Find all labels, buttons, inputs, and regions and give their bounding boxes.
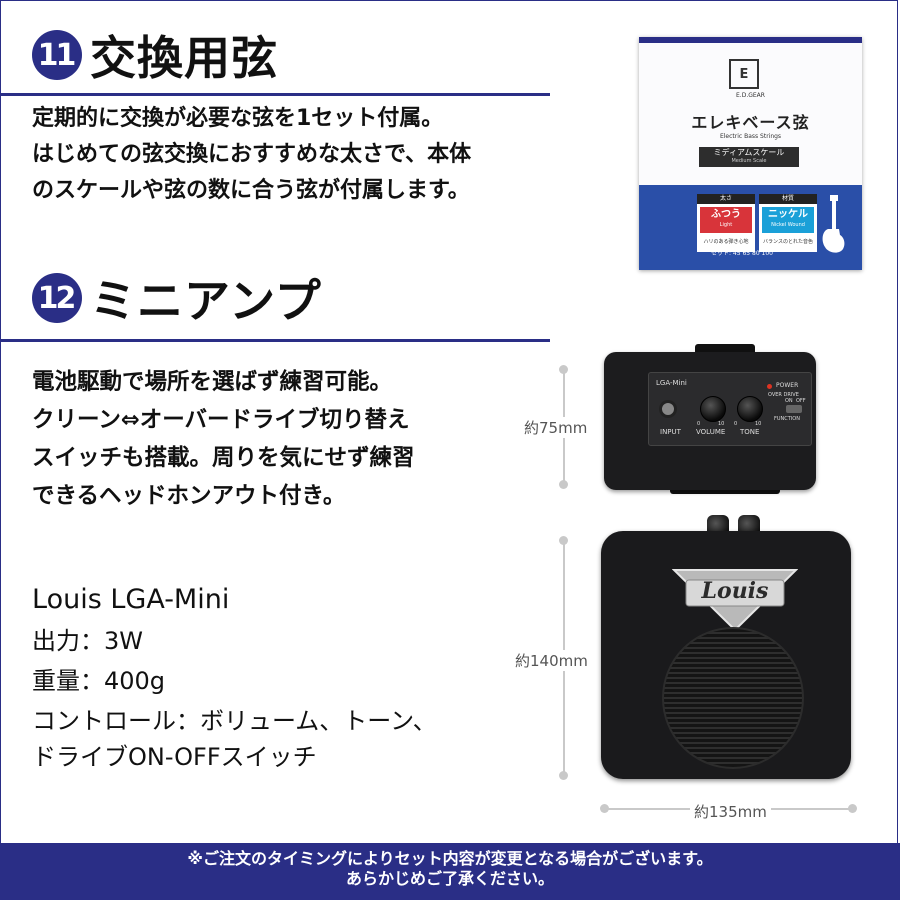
top-height-label: 約75mm <box>524 417 588 438</box>
package-gauge: セット: 45 65 80 100 <box>710 250 773 257</box>
section-number-badge: 11 <box>32 30 82 80</box>
package-top-band <box>639 37 862 43</box>
material-card: 材質 ニッケル Nickel Wound バランスのとれた音色 <box>759 194 817 252</box>
louis-logo-badge-icon <box>672 569 798 632</box>
description-line: 定期的に交換が必要な弦を1セット付属。 <box>32 106 444 131</box>
footer-line: あらかじめご了承ください。 <box>345 869 554 888</box>
thickness-note: ハリのある弾き心地 <box>703 239 749 245</box>
function-label: FUNCTION <box>774 416 800 422</box>
width-label: 約135mm <box>690 801 771 822</box>
input-label: INPUT <box>660 428 681 436</box>
section-number-badge: 12 <box>32 273 82 323</box>
section-12-description: 電池駆動で場所を選ばず練習可能。 クリーン⇔オーバードライブ切り替え スイッチも… <box>32 363 415 515</box>
description-line: のスケールや弦の数に合う弦が付属します。 <box>32 178 470 203</box>
spec-controls: コントロール：ボリューム、トーン、 <box>32 707 437 735</box>
amp-model-label: LGA-Mini <box>656 379 687 387</box>
speaker-grille <box>662 627 804 769</box>
string-package-image: E E.D.GEAR エレキベース弦 Electric Bass Strings… <box>639 37 862 270</box>
brand-logo-icon: E <box>729 59 759 89</box>
material-value: ニッケル <box>768 209 808 220</box>
dimension-endpoint <box>559 365 568 374</box>
volume-knob <box>700 396 726 422</box>
bass-guitar-icon <box>822 195 845 253</box>
switch-on-label: ON <box>785 398 793 404</box>
thickness-value: ふつう <box>711 209 741 220</box>
overdrive-switch <box>786 405 802 413</box>
section-11-description: 定期的に交換が必要な弦を1セット付属。 はじめての弦交換におすすめな太さで、本体… <box>32 101 471 209</box>
dimension-endpoint <box>848 804 857 813</box>
thickness-label: 太さ <box>697 194 755 204</box>
thickness-card: 太さ ふつう Light ハリのある弾き心地 <box>697 194 755 252</box>
package-brand: E.D.GEAR <box>736 92 765 99</box>
material-value-box: ニッケル Nickel Wound <box>762 207 814 233</box>
power-label: POWER <box>776 382 799 389</box>
spec-weight: 重量：400g <box>32 667 166 695</box>
dimension-endpoint <box>559 771 568 780</box>
power-led-icon <box>767 384 772 389</box>
footer-notice: ※ご注文のタイミングによりセット内容が変更となる場合がございます。 あらかじめご… <box>0 843 900 900</box>
spec-output: 出力：3W <box>32 627 143 655</box>
package-scale-label: ミディアムスケール Medium Scale <box>699 147 799 167</box>
dimension-endpoint <box>600 804 609 813</box>
input-jack-icon <box>659 400 677 418</box>
package-subtitle: Electric Bass Strings <box>719 133 782 140</box>
tone-label: TONE <box>740 428 760 436</box>
material-en: Nickel Wound <box>771 222 805 228</box>
description-line: はじめての弦交換におすすめな太さで、本体 <box>32 142 472 167</box>
divider <box>0 339 550 342</box>
section-title: 交換用弦 <box>90 31 278 85</box>
package-title: エレキベース弦 <box>691 113 810 132</box>
amp-logo-text: Louis <box>701 578 769 604</box>
spec-controls-cont: ドライブON-OFFスイッチ <box>32 743 317 771</box>
description-line: できるヘッドホンアウト付き。 <box>32 483 346 509</box>
scale-en: Medium Scale <box>731 158 767 164</box>
footer-line: ※ご注文のタイミングによりセット内容が変更となる場合がございます。 <box>187 849 713 868</box>
tone-min: 0 <box>734 421 738 427</box>
switch-off-label: OFF <box>796 398 806 404</box>
description-line: 電池駆動で場所を選ばず練習可能。 <box>32 369 393 395</box>
material-label: 材質 <box>759 194 817 204</box>
description-line: クリーン⇔オーバードライブ切り替え <box>32 407 410 433</box>
section-title: ミニアンプ <box>90 274 322 328</box>
tone-max: 10 <box>755 421 762 427</box>
material-note: バランスのとれた音色 <box>763 239 813 245</box>
divider <box>0 93 550 96</box>
section-12-header: 12 ミニアンプ <box>32 265 322 331</box>
dimension-endpoint <box>559 480 568 489</box>
product-name: Louis LGA-Mini <box>32 584 230 615</box>
thickness-value-box: ふつう Light <box>700 207 752 233</box>
tone-knob <box>737 396 763 422</box>
volume-label: VOLUME <box>696 428 726 436</box>
description-line: スイッチも搭載。周りを気にせず練習 <box>32 445 415 471</box>
section-11-header: 11 交換用弦 <box>32 22 278 88</box>
thickness-en: Light <box>719 222 733 228</box>
dimension-endpoint <box>559 536 568 545</box>
front-height-label: 約140mm <box>515 650 588 671</box>
volume-max: 10 <box>718 421 725 427</box>
volume-min: 0 <box>697 421 701 427</box>
scale-jp: ミディアムスケール <box>713 148 785 157</box>
overdrive-label: OVER DRIVE <box>768 392 799 398</box>
